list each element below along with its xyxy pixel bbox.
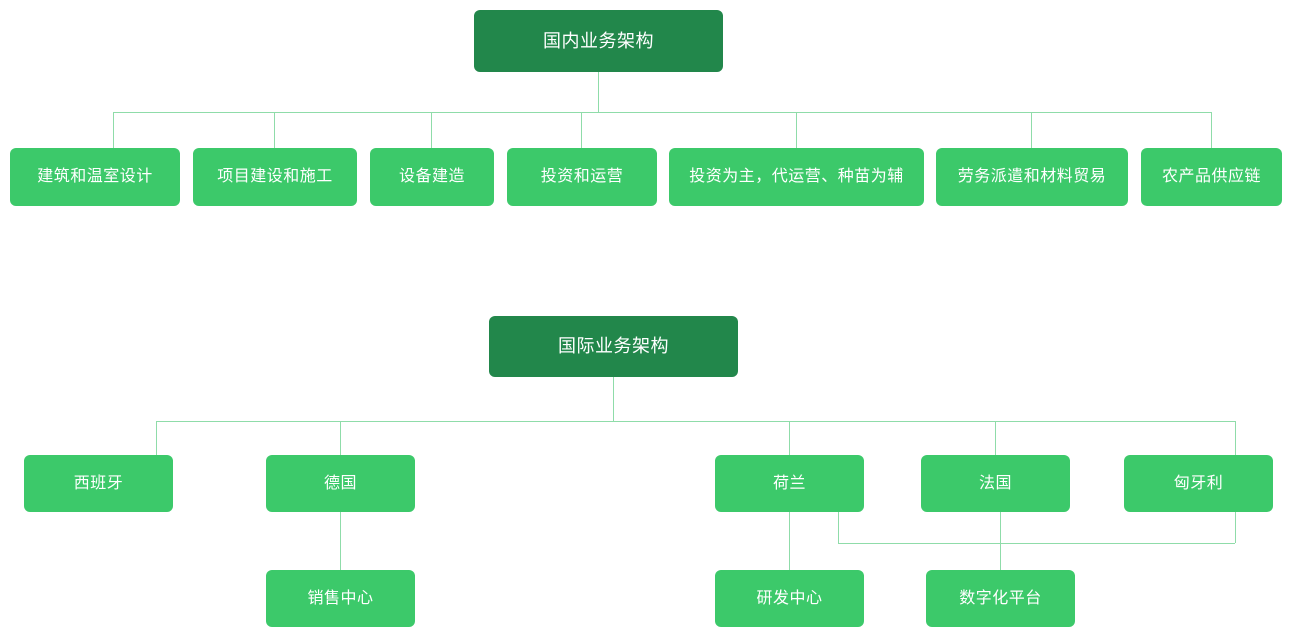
node-label: 荷兰 <box>772 474 806 492</box>
node-country-hungary[interactable]: 匈牙利 <box>1124 455 1273 512</box>
connector-secondary-bus-international <box>838 543 1235 544</box>
node-label: 项目建设和施工 <box>217 168 333 185</box>
connector-root-stem-domestic <box>598 72 599 112</box>
node-label: 德国 <box>323 474 357 492</box>
node-country-spain[interactable]: 西班牙 <box>24 455 173 512</box>
connector-drop-international-5 <box>1235 421 1236 455</box>
node-label: 研发中心 <box>756 589 823 607</box>
connector-drop-domestic-4 <box>581 112 582 148</box>
connector-drop-domestic-1 <box>113 112 114 148</box>
connector-germany-to-sales-center <box>340 512 341 570</box>
node-domestic-child-4[interactable]: 投资和运营 <box>507 148 657 206</box>
node-country-netherlands[interactable]: 荷兰 <box>715 455 864 512</box>
node-label: 国际业务架构 <box>558 336 669 357</box>
node-domestic-child-3[interactable]: 设备建造 <box>370 148 494 206</box>
node-rd-center[interactable]: 研发中心 <box>715 570 864 627</box>
node-domestic-child-7[interactable]: 农产品供应链 <box>1141 148 1282 206</box>
node-label: 投资和运营 <box>540 168 624 185</box>
node-label: 劳务派遣和材料贸易 <box>957 168 1107 185</box>
node-country-france[interactable]: 法国 <box>921 455 1070 512</box>
node-label: 设备建造 <box>398 168 465 185</box>
node-label: 西班牙 <box>73 474 124 492</box>
connector-drop-domestic-3 <box>431 112 432 148</box>
node-domestic-child-1[interactable]: 建筑和温室设计 <box>10 148 180 206</box>
connector-netherlands-side-stem <box>838 512 839 543</box>
node-domestic-child-2[interactable]: 项目建设和施工 <box>193 148 357 206</box>
connector-drop-international-3 <box>789 421 790 455</box>
connector-drop-international-4 <box>995 421 996 455</box>
node-domestic-root[interactable]: 国内业务架构 <box>474 10 723 72</box>
node-label: 法国 <box>978 474 1012 492</box>
connector-drop-international-1 <box>156 421 157 455</box>
node-label: 数字化平台 <box>959 589 1042 607</box>
connector-netherlands-to-rd-center <box>789 512 790 570</box>
connector-drop-domestic-2 <box>274 112 275 148</box>
connector-hungary-down-stem <box>1235 512 1236 543</box>
node-international-root[interactable]: 国际业务架构 <box>489 316 738 377</box>
connector-france-to-digital-platform <box>1000 512 1001 570</box>
node-domestic-child-5[interactable]: 投资为主，代运营、种苗为辅 <box>669 148 924 206</box>
node-sales-center[interactable]: 销售中心 <box>266 570 415 627</box>
connector-drop-domestic-6 <box>1031 112 1032 148</box>
connector-drop-international-2 <box>340 421 341 455</box>
node-label: 建筑和温室设计 <box>37 168 153 185</box>
connector-bus-domestic <box>113 112 1211 113</box>
node-digital-platform[interactable]: 数字化平台 <box>926 570 1075 627</box>
node-label: 匈牙利 <box>1173 474 1224 492</box>
node-label: 农产品供应链 <box>1161 168 1261 185</box>
connector-drop-domestic-7 <box>1211 112 1212 148</box>
connector-root-stem-international <box>613 377 614 421</box>
node-label: 国内业务架构 <box>543 30 654 51</box>
node-label: 销售中心 <box>307 589 374 607</box>
node-country-germany[interactable]: 德国 <box>266 455 415 512</box>
connector-drop-domestic-5 <box>796 112 797 148</box>
node-domestic-child-6[interactable]: 劳务派遣和材料贸易 <box>936 148 1128 206</box>
connector-bus-international <box>156 421 1235 422</box>
node-label: 投资为主，代运营、种苗为辅 <box>689 168 904 185</box>
